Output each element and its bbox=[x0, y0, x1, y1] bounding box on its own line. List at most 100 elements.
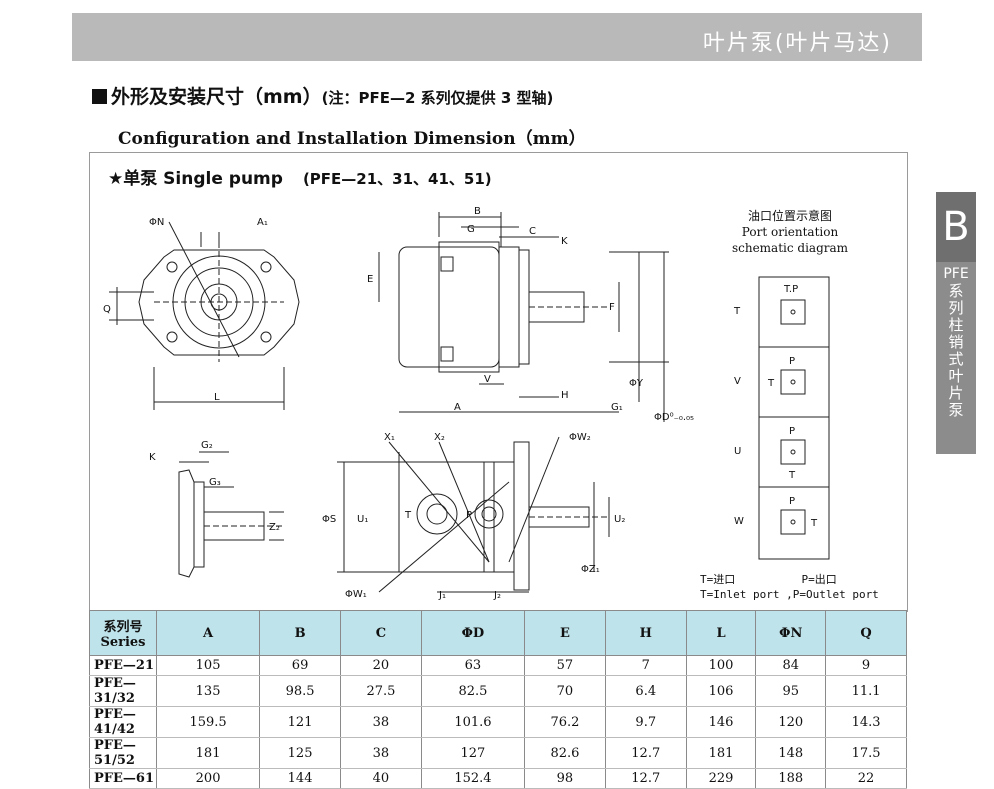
legend-outlet-cn: P=出口 bbox=[801, 573, 837, 586]
table-cell: 38 bbox=[340, 737, 422, 769]
table-cell: 125 bbox=[259, 737, 341, 769]
port-row-2-top: P bbox=[789, 356, 795, 367]
front-view bbox=[109, 221, 300, 410]
table-cell: 63 bbox=[420, 655, 526, 676]
port-row-3-bottom: T bbox=[788, 470, 796, 481]
table-row: PFE—61 200 144 40 152.4 98 12.7 229 188 … bbox=[89, 768, 907, 789]
table-cell: 127 bbox=[420, 737, 526, 769]
table-cell: 76.2 bbox=[524, 706, 606, 738]
label-G: G bbox=[467, 224, 475, 235]
table-header: B bbox=[259, 610, 341, 656]
table-cell: 121 bbox=[259, 706, 341, 738]
table-cell: 20 bbox=[340, 655, 422, 676]
pump-title-label: ★单泵 Single pump bbox=[108, 169, 283, 189]
table-cell: 98 bbox=[524, 768, 606, 789]
table-row: PFE—41/42 159.5 121 38 101.6 76.2 9.7 14… bbox=[89, 706, 907, 738]
section-heading-cn: 外形及安装尺寸（mm） bbox=[111, 86, 322, 108]
label-phiW2: ΦW₂ bbox=[569, 432, 591, 443]
label-phiD: ΦD⁰₋₀.₀₅ bbox=[654, 412, 694, 423]
legend-inlet-cn: T=进口 bbox=[700, 573, 736, 586]
table-header: H bbox=[604, 610, 687, 656]
port-row-2-label: V bbox=[734, 376, 741, 387]
table-row: PFE—21 105 69 20 63 57 7 100 84 9 bbox=[89, 655, 907, 676]
table-cell: 101.6 bbox=[420, 706, 526, 738]
table-cell: 95 bbox=[755, 675, 827, 707]
label-phiN: ΦN bbox=[149, 217, 164, 228]
square-bullet-icon bbox=[92, 89, 107, 104]
port-row-4-top: P bbox=[789, 496, 795, 507]
port-row-1-label: T bbox=[733, 306, 741, 317]
table-cell: 6.4 bbox=[604, 675, 687, 707]
section-heading: 外形及安装尺寸（mm）(注：PFE—2 系列仅提供 3 型轴) bbox=[92, 82, 553, 109]
label-H: H bbox=[561, 390, 569, 401]
port-row-4-right: T bbox=[810, 518, 818, 529]
technical-drawing: ΦN A₁ Q L B G C K E F V H A G₁ ΦY ΦD⁰₋₀.… bbox=[103, 206, 830, 601]
rear-view bbox=[337, 436, 610, 593]
label-J2: J₂ bbox=[493, 590, 501, 601]
side-view bbox=[378, 212, 669, 422]
table-header: ΦN bbox=[755, 610, 827, 656]
port-row-4-label: W bbox=[734, 516, 744, 527]
table-cell-series: PFE—31/32 bbox=[89, 675, 157, 707]
side-tab: B PFE 系列柱销式叶片泵 bbox=[936, 192, 976, 454]
table-cell: 82.6 bbox=[524, 737, 606, 769]
label-J1: J₁ bbox=[438, 590, 446, 601]
table-cell: 146 bbox=[685, 706, 757, 738]
port-orientation-title: 油口位置示意图 Port orientation schematic diagr… bbox=[720, 208, 860, 256]
label-phiZ1: ΦZ₁ bbox=[581, 564, 600, 575]
table-cell: 229 bbox=[685, 768, 757, 789]
section-heading-note: (注：PFE—2 系列仅提供 3 型轴) bbox=[321, 89, 554, 107]
port-orientation-diagram bbox=[758, 276, 830, 560]
port-row-2-left: T bbox=[767, 378, 775, 389]
table-cell: 17.5 bbox=[825, 737, 907, 769]
table-cell: 181 bbox=[155, 737, 261, 769]
table-cell: 106 bbox=[685, 675, 757, 707]
label-A1: A₁ bbox=[257, 217, 268, 228]
label-E: E bbox=[367, 274, 373, 285]
table-cell: 14.3 bbox=[825, 706, 907, 738]
table-row: PFE—51/52 181 125 38 127 82.6 12.7 181 1… bbox=[89, 737, 907, 769]
table-cell: 12.7 bbox=[604, 737, 687, 769]
label-A: A bbox=[454, 402, 461, 413]
header-title: 叶片泵(叶片马达) bbox=[702, 31, 892, 56]
table-cell: 100 bbox=[685, 655, 757, 676]
table-cell: 84 bbox=[755, 655, 827, 676]
table-cell: 148 bbox=[755, 737, 827, 769]
port-row-3-label: U bbox=[734, 446, 741, 457]
label-K-shaft: K bbox=[149, 452, 156, 463]
table-header: A bbox=[155, 610, 261, 656]
label-G1: G₁ bbox=[611, 402, 623, 413]
label-U2: U₂ bbox=[614, 514, 625, 525]
table-cell: 38 bbox=[340, 706, 422, 738]
side-tab-code: PFE bbox=[943, 266, 969, 282]
label-U1: U₁ bbox=[357, 514, 368, 525]
table-cell: 135 bbox=[155, 675, 261, 707]
side-tab-letter: B bbox=[936, 192, 976, 262]
label-P: P bbox=[466, 510, 472, 521]
table-cell: 105 bbox=[155, 655, 261, 676]
section-heading-en: Configuration and Installation Dimension… bbox=[118, 129, 586, 149]
table-cell: 188 bbox=[755, 768, 827, 789]
table-cell: 152.4 bbox=[420, 768, 526, 789]
label-C: C bbox=[529, 226, 536, 237]
table-cell: 27.5 bbox=[340, 675, 422, 707]
table-cell-series: PFE—41/42 bbox=[89, 706, 157, 738]
label-F: F bbox=[609, 302, 615, 313]
label-phiS: ΦS bbox=[322, 514, 336, 525]
table-cell: 181 bbox=[685, 737, 757, 769]
table-cell: 70 bbox=[524, 675, 606, 707]
table-cell: 9 bbox=[825, 655, 907, 676]
port-orientation-title-cn: 油口位置示意图 bbox=[747, 209, 832, 223]
table-cell: 11.1 bbox=[825, 675, 907, 707]
label-G2: G₂ bbox=[201, 440, 213, 451]
table-cell: 22 bbox=[825, 768, 907, 789]
table-cell: 12.7 bbox=[604, 768, 687, 789]
table-cell: 200 bbox=[155, 768, 261, 789]
label-K: K bbox=[561, 236, 568, 247]
table-cell: 98.5 bbox=[259, 675, 341, 707]
table-header: Q bbox=[825, 610, 907, 656]
label-B: B bbox=[474, 206, 481, 217]
pump-series: (PFE—21、31、41、51) bbox=[302, 170, 492, 188]
